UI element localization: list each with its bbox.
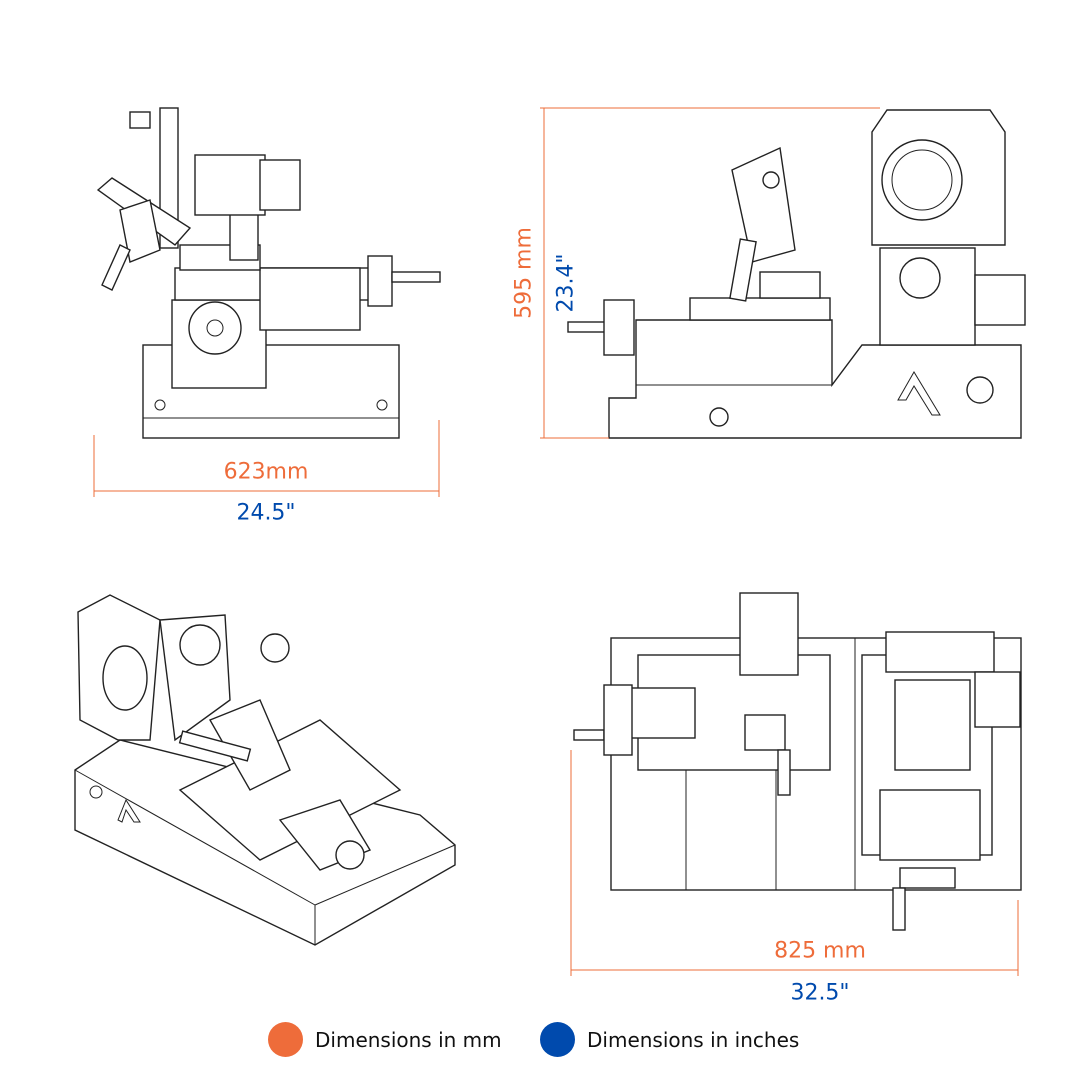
dimension-lines xyxy=(93,107,1019,976)
front-width-mm: 623mm xyxy=(223,459,309,485)
side-height-inches: 23.4" xyxy=(553,253,579,313)
orange-dot-icon xyxy=(268,1022,303,1057)
isometric-view-drawing xyxy=(74,594,456,946)
legend-item-inches: Dimensions in inches xyxy=(540,1022,799,1057)
legend-item-mm: Dimensions in mm xyxy=(268,1022,502,1057)
legend-label-mm: Dimensions in mm xyxy=(315,1027,502,1052)
top-length-mm: 825 mm xyxy=(774,938,866,964)
side-view-drawing xyxy=(567,109,1026,439)
front-view-drawing xyxy=(96,107,441,439)
legend-label-inches: Dimensions in inches xyxy=(587,1027,800,1052)
blue-dot-icon xyxy=(540,1022,575,1057)
front-width-inches: 24.5" xyxy=(236,500,296,526)
top-length-inches: 32.5" xyxy=(790,980,850,1006)
side-height-mm: 595 mm xyxy=(511,227,537,319)
top-view-drawing xyxy=(573,592,1022,931)
